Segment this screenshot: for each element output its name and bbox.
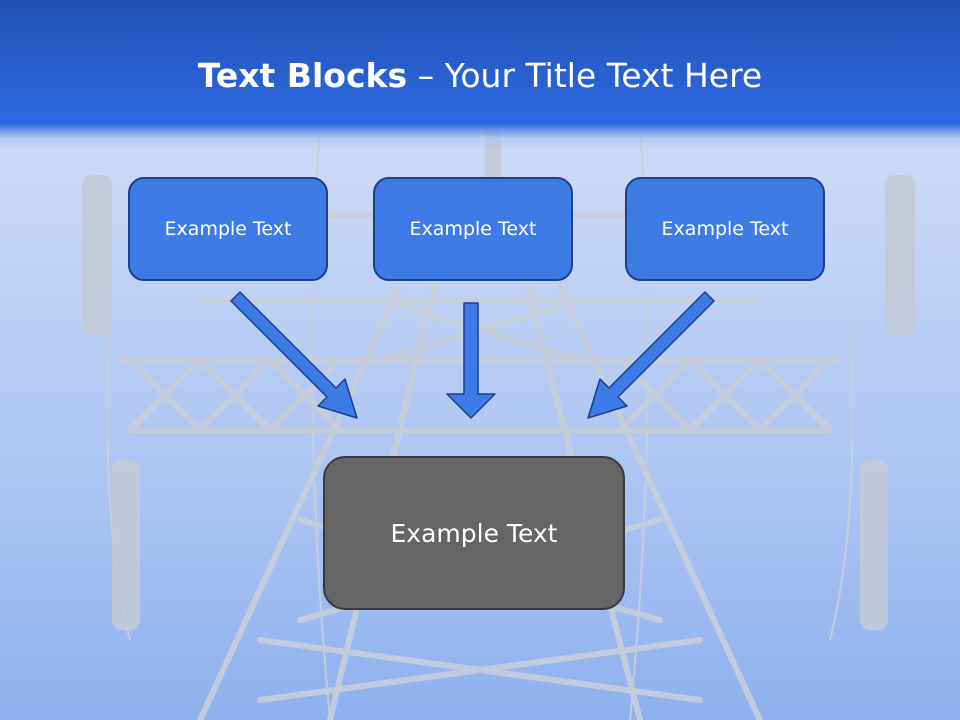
title-bold-text: Text Blocks — [197, 56, 408, 95]
arrow-right — [587, 291, 715, 419]
text-block-3[interactable]: Example Text — [625, 177, 825, 281]
slide-title[interactable]: Text Blocks – Your Title Text Here — [0, 52, 960, 100]
target-text-label: Example Text — [390, 518, 558, 548]
text-block-1-label: Example Text — [164, 218, 292, 240]
title-dash: – — [407, 56, 445, 95]
arrow-left — [230, 291, 358, 419]
title-rest-text: Your Title Text Here — [444, 56, 763, 95]
arrow-center — [446, 302, 496, 419]
text-block-3-label: Example Text — [661, 218, 789, 240]
title-bar — [0, 0, 960, 150]
text-block-1[interactable]: Example Text — [128, 177, 328, 281]
text-block-2-label: Example Text — [409, 218, 537, 240]
target-text-block[interactable]: Example Text — [323, 456, 625, 610]
text-block-2[interactable]: Example Text — [373, 177, 573, 281]
